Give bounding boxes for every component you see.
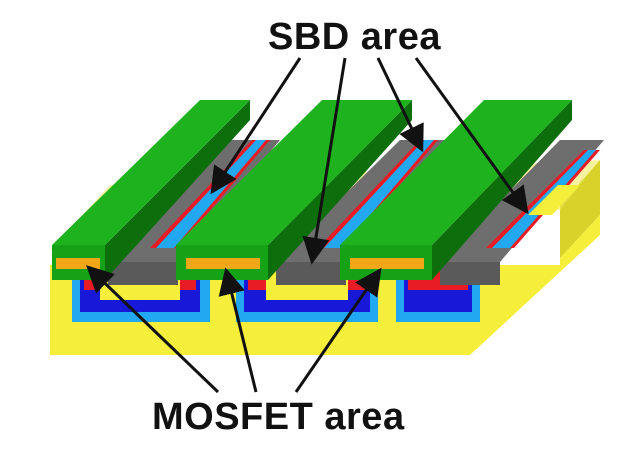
sbd-arrow-2 <box>302 57 347 265</box>
gate-oxide-2 <box>186 258 260 269</box>
gate-1-side <box>105 100 250 280</box>
substrate-right-side <box>560 160 600 258</box>
sbd-arrow-4 <box>414 57 529 215</box>
sbd-arrow-3 <box>376 57 424 153</box>
gate-3-top <box>340 100 572 245</box>
sbd-area-label: SBD area <box>268 16 441 58</box>
sbd-arrows <box>210 57 529 265</box>
metal-band-3-front <box>440 262 500 285</box>
gate-oxide-1 <box>56 258 100 269</box>
sbd-arrow-1 <box>210 57 302 195</box>
gate-oxide-3 <box>350 258 424 269</box>
gate-1-top <box>52 100 250 245</box>
mosfet-arrow-1 <box>86 265 220 394</box>
trench-sidewalls <box>150 140 600 248</box>
metal-band-2-front <box>276 262 346 285</box>
mosfet-arrow-3 <box>294 267 382 393</box>
gate-2-top <box>176 100 412 245</box>
mosfet-arrows <box>86 265 382 394</box>
mosfet-arrow-2 <box>218 267 258 393</box>
mosfet-area-label: MOSFET area <box>152 396 405 438</box>
gate-2-side <box>268 100 412 280</box>
metal-band-1-front <box>108 262 178 285</box>
